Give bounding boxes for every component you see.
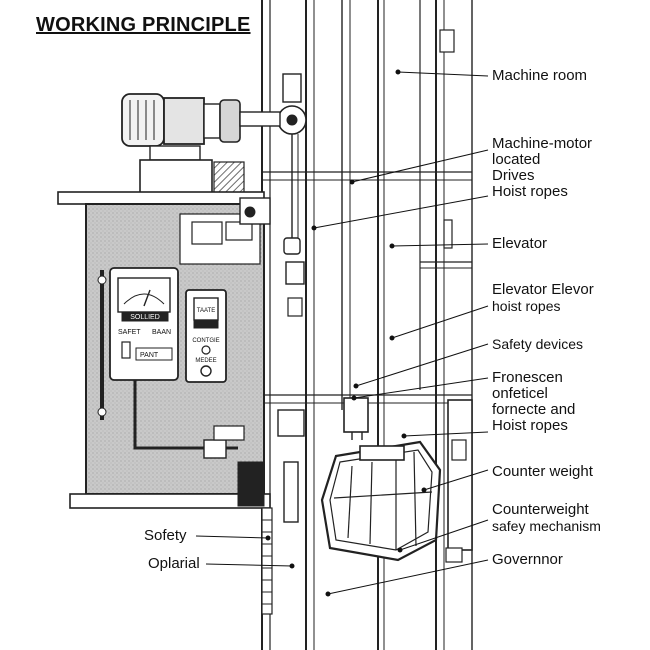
pant-label: PANT (140, 352, 159, 359)
label-sofety: Sofety (144, 527, 187, 544)
label-fronescen-line-3: fornecte and (492, 401, 576, 418)
counterweight (443, 219, 473, 563)
label-elevator: Elevator (492, 235, 548, 252)
control-panel: SOLLIED SAFET BAAN PANT TAATE CONTGIE ME… (109, 267, 227, 383)
label-elevator-hoist: Elevator Elevor hoist ropes (492, 281, 594, 315)
elevator-car (320, 397, 442, 562)
label-counterweight-safety-line-2: safey mechanism (492, 518, 601, 534)
label-fronescen-line-2: onfeticel (492, 385, 548, 402)
label-counterweight-safety-line-1: Counterweight (492, 501, 589, 518)
label-safety-devices: Safety devices (492, 336, 584, 352)
motor (121, 93, 281, 199)
label-machine-motor: Machine-motor located Drives Hoist ropes (492, 136, 592, 200)
page-title: WORKING PRINCIPLE (36, 14, 251, 36)
label-fronescen-line-4: Hoist ropes (492, 417, 568, 434)
label-machine-motor-line-2: located (492, 151, 541, 168)
control-label: CONTGIE (192, 338, 219, 344)
label-oplarial: Oplarial (148, 555, 200, 572)
label-governor: Governnor (492, 551, 563, 568)
label-elevator-hoist-line-2: hoist ropes (492, 298, 561, 314)
governor-chain (261, 507, 273, 615)
label-counter-weight: Counter weight (492, 463, 593, 480)
label-machine-motor-line-1: Machine-motor (492, 135, 593, 152)
label-elevator-hoist-line-1: Elevator Elevor (492, 281, 594, 298)
label-fronescen-line-1: Fronescen (492, 369, 563, 386)
leader-lines (195, 69, 489, 597)
panel-right-label: BAAN (152, 329, 171, 336)
sheave-assembly (277, 29, 455, 523)
display-label: TAATE (197, 308, 215, 314)
meter-label: SOLLIED (130, 314, 160, 321)
label-machine-room: Machine room (492, 67, 588, 84)
label-counterweight-safety: Counterweight safey mechanism (492, 501, 601, 535)
label-machine-motor-line-4: Hoist ropes (492, 183, 568, 200)
label-machine-motor-line-3: Drives (492, 167, 535, 184)
label-fronescen: Fronescen onfeticel fornecte and Hoist r… (492, 370, 575, 434)
medee-label: MEDEE (195, 358, 216, 364)
panel-left-label: SAFET (118, 329, 141, 336)
